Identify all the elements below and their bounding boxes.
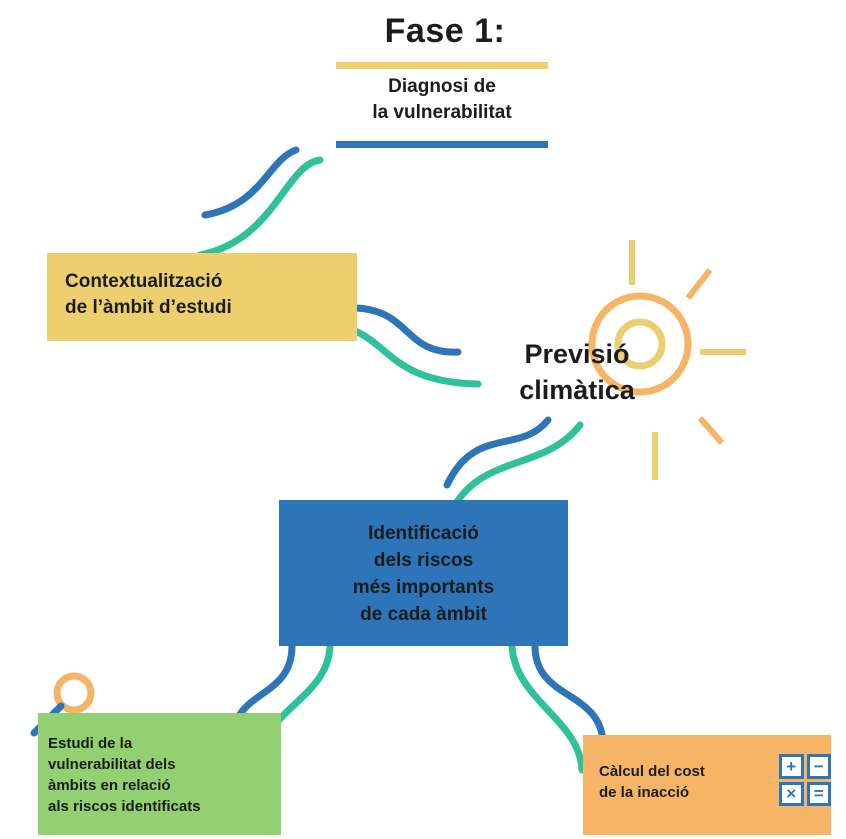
- connector-climate-risks-teal: [451, 421, 584, 509]
- connector-risks-cost-teal: [508, 642, 586, 774]
- calculator-minus-key: −: [806, 754, 831, 779]
- phase-subtitle-line1: Diagnosi de: [388, 76, 496, 97]
- node-risks-line4: de cada àmbit: [360, 604, 487, 625]
- node-risks: Identificació dels riscos més importants…: [279, 500, 568, 646]
- calculator-times-key: ×: [779, 781, 804, 806]
- node-vulnerability-line1: Estudi de la: [48, 735, 133, 752]
- node-context-line2: de l’àmbit d’estudi: [65, 297, 232, 318]
- connector-climate-risks-blue: [443, 416, 552, 489]
- calculator-equals-key: =: [806, 781, 831, 806]
- node-context-line1: Contextualització: [65, 271, 223, 292]
- calculator-plus-key: +: [779, 754, 804, 779]
- phase-title: Fase 1:: [384, 12, 506, 50]
- node-climate-line1: Previsió: [524, 339, 630, 369]
- node-vulnerability: Estudi de la vulnerabilitat dels àmbits …: [38, 713, 281, 835]
- phase-subtitle-line2: la vulnerabilitat: [372, 102, 512, 123]
- title-rule-blue: [336, 141, 548, 148]
- connector-title-context-blue: [201, 146, 300, 219]
- connector-title-context-teal: [196, 156, 324, 259]
- phase-subtitle: Diagnosi de la vulnerabilitat: [336, 74, 548, 126]
- sun-icon: [588, 240, 746, 480]
- node-vulnerability-line3: àmbits en relació: [48, 777, 171, 794]
- node-context: Contextualització de l’àmbit d’estudi: [47, 253, 357, 341]
- node-risks-line1: Identificació: [368, 523, 479, 544]
- node-climate-line2: climàtica: [519, 375, 635, 405]
- node-climate: Previsió climàtica: [502, 336, 652, 408]
- node-cost-line2: de la inacció: [599, 784, 690, 801]
- calculator-icon: + − × =: [779, 754, 831, 806]
- title-rule-yellow: [336, 62, 548, 69]
- node-risks-line3: més importants: [352, 577, 495, 598]
- connector-risks-cost-blue: [531, 642, 607, 746]
- node-risks-line2: dels riscos: [373, 550, 474, 571]
- node-vulnerability-line4: als riscos identificats: [48, 798, 201, 815]
- connector-context-climate-blue: [352, 304, 462, 356]
- node-cost-line1: Càlcul del cost: [599, 763, 705, 780]
- node-vulnerability-line2: vulnerabilitat dels: [48, 756, 176, 773]
